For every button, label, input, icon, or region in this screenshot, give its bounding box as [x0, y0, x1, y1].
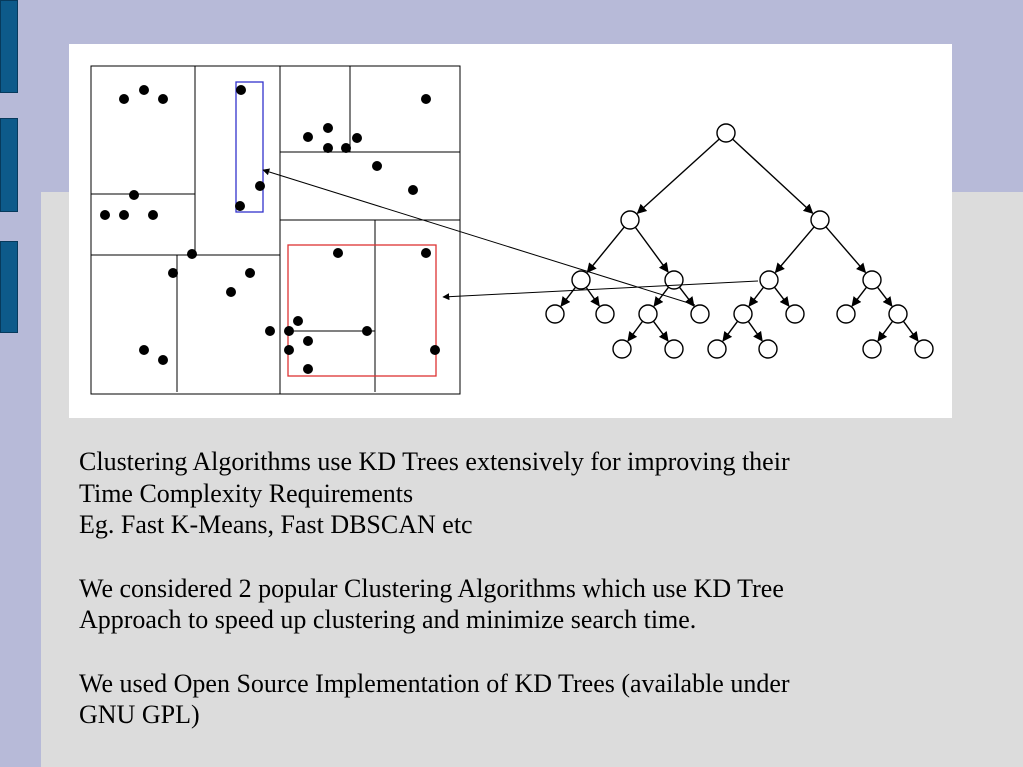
- data-point: [100, 210, 110, 220]
- data-point: [421, 248, 431, 258]
- side-tab-3: [0, 241, 18, 333]
- data-point: [119, 94, 129, 104]
- data-point: [284, 326, 294, 336]
- tree-edge: [652, 320, 669, 342]
- tree-node: [612, 339, 632, 359]
- tree-node: [836, 304, 856, 324]
- data-point: [187, 249, 197, 259]
- tree-edge: [627, 320, 644, 342]
- tree-edge: [774, 226, 815, 274]
- tree-node: [759, 270, 779, 290]
- tree-node: [785, 304, 805, 324]
- text-line: Time Complexity Requirements: [79, 478, 414, 508]
- tree-node: [707, 339, 727, 359]
- tree-node: [914, 339, 934, 359]
- data-point: [303, 336, 313, 346]
- tree-node: [862, 339, 882, 359]
- tree-edge: [773, 286, 790, 307]
- tree-edge: [748, 286, 765, 307]
- data-point: [255, 181, 265, 191]
- tree-node: [664, 270, 684, 290]
- tree-node: [690, 304, 710, 324]
- data-point: [341, 143, 351, 153]
- data-point: [129, 190, 139, 200]
- text-line: We considered 2 popular Clustering Algor…: [79, 573, 784, 603]
- tree-edge: [585, 286, 600, 307]
- data-point: [235, 201, 245, 211]
- tree-edge: [851, 286, 868, 307]
- pointer-arrow: [262, 168, 696, 306]
- data-point: [119, 210, 129, 220]
- tree-edge: [636, 138, 720, 214]
- tree-edge: [678, 286, 695, 307]
- partition-border: [90, 65, 461, 395]
- tree-node: [620, 210, 640, 230]
- tree-edge: [876, 286, 893, 307]
- tree-edge: [825, 226, 867, 274]
- tree-node: [571, 270, 591, 290]
- text-line: We used Open Source Implementation of KD…: [79, 668, 790, 698]
- data-point: [139, 345, 149, 355]
- data-point: [293, 316, 303, 326]
- query-region-red: [287, 244, 437, 377]
- data-point: [372, 161, 382, 171]
- tree-edge: [722, 320, 739, 342]
- paragraph-kd-usage: Clustering Algorithms use KD Trees exten…: [79, 446, 979, 541]
- paragraph-algorithms: We considered 2 popular Clustering Algor…: [79, 573, 979, 636]
- text-line: Clustering Algorithms use KD Trees exten…: [79, 447, 790, 476]
- tree-node: [888, 304, 908, 324]
- pointer-arrow: [442, 280, 759, 301]
- query-region-blue: [235, 81, 264, 213]
- data-point: [236, 85, 246, 95]
- tree-edge: [877, 320, 894, 342]
- tree-node: [664, 339, 684, 359]
- data-point: [430, 345, 440, 355]
- data-point: [303, 132, 313, 142]
- data-point: [333, 248, 343, 258]
- data-point: [245, 268, 255, 278]
- tree-edge: [586, 226, 625, 274]
- paragraph-implementation: We used Open Source Implementation of KD…: [79, 668, 979, 731]
- data-point: [158, 355, 168, 365]
- kd-tree-figure: [69, 44, 952, 418]
- data-point: [408, 185, 418, 195]
- data-point: [226, 287, 236, 297]
- data-point: [362, 326, 372, 336]
- side-tab-2: [0, 118, 18, 212]
- kd-tree: [545, 123, 934, 359]
- data-point: [265, 326, 275, 336]
- kd-space-partition: [90, 65, 461, 395]
- text-line: Approach to speed up clustering and mini…: [79, 605, 697, 634]
- data-point: [148, 210, 158, 220]
- tree-node: [733, 304, 753, 324]
- tree-edge: [634, 226, 669, 273]
- pointer-arrows: [262, 168, 759, 306]
- data-point: [168, 268, 178, 278]
- data-point: [139, 85, 149, 95]
- tree-edge: [902, 320, 919, 342]
- data-point: [323, 123, 333, 133]
- tree-node: [545, 304, 565, 324]
- data-point: [352, 133, 362, 143]
- text-line: Eg. Fast K-Means, Fast DBSCAN etc: [79, 510, 473, 539]
- tree-node: [716, 123, 736, 143]
- text-line: GNU GPL): [79, 700, 200, 729]
- tree-node: [862, 270, 882, 290]
- tree-node: [758, 339, 778, 359]
- tree-node: [595, 304, 615, 324]
- side-tab-1: [0, 0, 18, 93]
- tree-node: [810, 210, 830, 230]
- tree-node: [638, 304, 658, 324]
- tree-edge: [747, 320, 763, 342]
- data-point: [303, 364, 313, 374]
- tree-edge: [653, 286, 670, 307]
- kd-tree-diagram: [90, 65, 934, 395]
- data-point: [323, 143, 333, 153]
- data-point: [421, 94, 431, 104]
- tree-edge: [732, 138, 814, 214]
- slide-body-text: Clustering Algorithms use KD Trees exten…: [79, 446, 979, 731]
- data-point: [158, 94, 168, 104]
- data-point: [284, 345, 294, 355]
